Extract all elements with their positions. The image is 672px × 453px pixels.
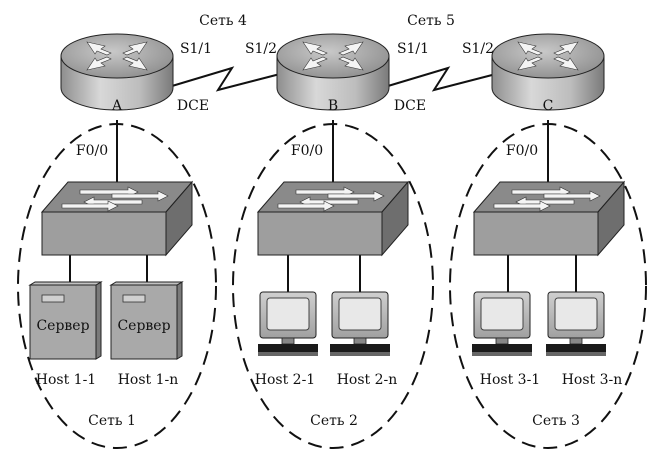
switch-2-icon (257, 181, 409, 256)
router-c-label: C (543, 98, 554, 114)
interface-b-serial-right-label: S1/1 (397, 41, 429, 57)
switch-3-icon (473, 181, 625, 256)
network-5-label: Сеть 5 (407, 13, 455, 29)
serial-link-a-b (171, 66, 281, 92)
server-1-label: Сервер (36, 318, 89, 334)
host-1-1-label: Host 1-1 (36, 372, 96, 388)
pc-host-2-n-icon (329, 291, 391, 357)
router-a-label: A (111, 98, 123, 114)
server-host-1-n-icon (109, 281, 184, 360)
serial-link-b-c (387, 66, 497, 92)
interface-a-fast-label: F0/0 (76, 143, 108, 159)
dce-b-label: DCE (394, 98, 426, 114)
network-2-label: Сеть 2 (310, 413, 358, 429)
pc-host-3-1-icon (471, 291, 533, 357)
network-1-label: Сеть 1 (88, 413, 136, 429)
interface-b-serial-left-label: S1/2 (245, 41, 277, 57)
interface-a-serial-label: S1/1 (180, 41, 212, 57)
host-2-n-label: Host 2-n (337, 372, 398, 388)
router-b-label: B (328, 98, 338, 114)
pc-host-2-1-icon (257, 291, 319, 357)
pc-host-3-n-icon (545, 291, 607, 357)
interface-b-fast-label: F0/0 (291, 143, 323, 159)
interface-c-fast-label: F0/0 (506, 143, 538, 159)
host-1-n-label: Host 1-n (118, 372, 179, 388)
network-4-label: Сеть 4 (199, 13, 247, 29)
server-2-label: Сервер (117, 318, 170, 334)
switch-1-icon (41, 181, 193, 256)
host-3-n-label: Host 3-n (562, 372, 623, 388)
server-host-1-1-icon (28, 281, 103, 360)
host-3-1-label: Host 3-1 (480, 372, 540, 388)
dce-a-label: DCE (177, 98, 209, 114)
network-3-label: Сеть 3 (532, 413, 580, 429)
host-2-1-label: Host 2-1 (255, 372, 315, 388)
interface-c-serial-label: S1/2 (462, 41, 494, 57)
